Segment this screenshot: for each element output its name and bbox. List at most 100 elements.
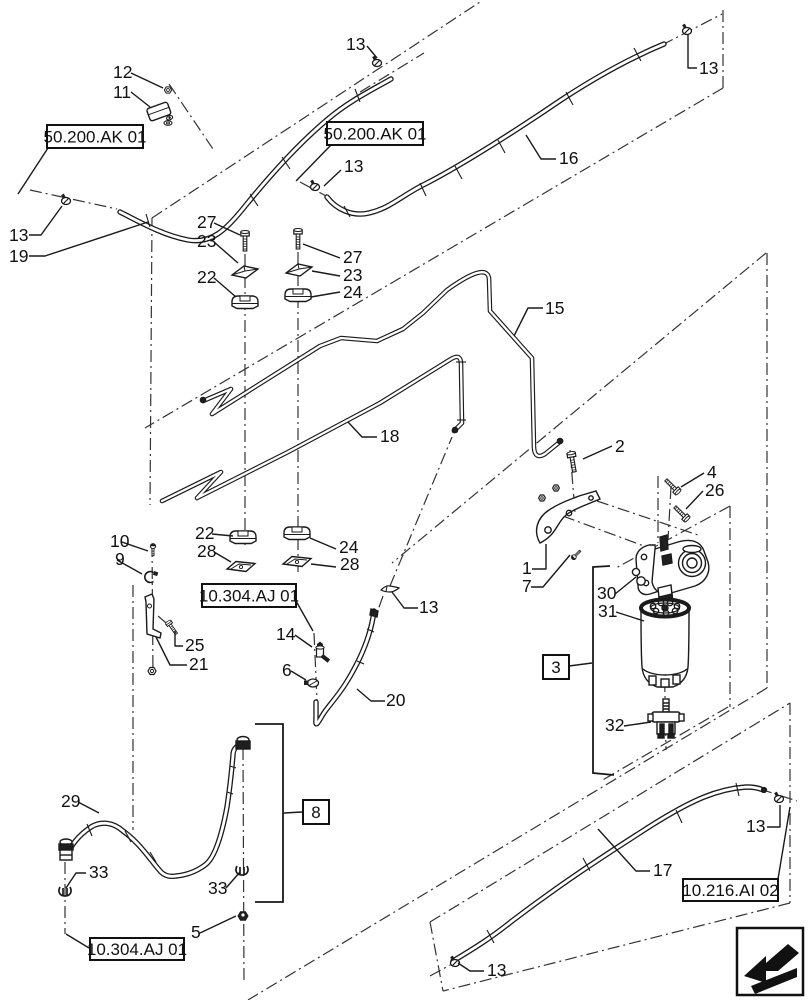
- part-22-channel-clip-icon: [231, 295, 259, 310]
- bolt-shaft: [242, 235, 248, 252]
- tube-15-core: [201, 271, 563, 458]
- sleeve-tick: [675, 809, 683, 824]
- dashdot-line: [144, 87, 724, 429]
- clamp-screw: [372, 55, 377, 61]
- part-21-nut-nut-icon: [147, 666, 157, 676]
- tube-tip: [556, 437, 564, 445]
- bolt-thread: [674, 506, 678, 510]
- callout-24: 24: [339, 537, 359, 557]
- screw-thread: [575, 553, 578, 556]
- leader-line: [29, 221, 149, 257]
- bolt-head-top: [293, 228, 303, 232]
- bolt-head-top: [674, 488, 682, 496]
- dashdot-line: [247, 687, 768, 1000]
- clip-body: [283, 526, 311, 541]
- ref-box-ai02: 10.216.AI 02: [682, 878, 779, 902]
- callout-17: 17: [653, 860, 672, 880]
- callout-6: 6: [282, 660, 292, 680]
- dashdot-line: [391, 252, 767, 564]
- screw-thread: [576, 552, 579, 555]
- clamp-band: [62, 197, 70, 205]
- leader-line: [225, 871, 241, 889]
- washer-ring: [163, 120, 173, 126]
- bolt-head-top: [683, 515, 691, 523]
- plate-line: [230, 563, 252, 570]
- callout-29: 29: [61, 791, 80, 811]
- sleeve-tick: [356, 660, 365, 665]
- callout-13: 13: [699, 58, 718, 78]
- sleeve-tick: [354, 88, 361, 103]
- leader-line: [17, 147, 49, 195]
- mounting-bracket-1: [535, 490, 601, 544]
- clamp-band: [451, 959, 459, 967]
- callout-28: 28: [197, 541, 216, 561]
- tube-18-core: [160, 355, 464, 503]
- part-4-bolt-icon: [664, 478, 682, 496]
- leader-line: [391, 591, 418, 609]
- leader-line: [290, 670, 307, 681]
- leader-line: [294, 634, 313, 648]
- nut-hex: [551, 484, 561, 492]
- callout-20: 20: [386, 690, 406, 710]
- bolt-thread: [571, 464, 576, 466]
- dashdot-line: [389, 436, 453, 587]
- callout-24: 24: [343, 282, 363, 302]
- bolt-thread: [570, 461, 575, 464]
- bolt-shaft: [569, 456, 577, 473]
- head-stud: [659, 534, 669, 552]
- bolt-shaft: [295, 233, 301, 250]
- clip-slot: [239, 295, 251, 302]
- screw-shaft: [151, 548, 155, 557]
- dashdot-line: [359, 52, 425, 93]
- plate-hole: [640, 553, 648, 561]
- part-13-flat-clip-icon: [379, 585, 401, 593]
- ref-box-label: 10.304.AJ 01: [199, 587, 299, 606]
- wedge-fold: [231, 265, 259, 276]
- callout-27: 27: [343, 247, 362, 267]
- screw-thread: [578, 550, 581, 553]
- leader-line: [155, 636, 187, 666]
- dashdot-line: [429, 963, 453, 977]
- part-33-hook-clip-icon: [58, 886, 72, 897]
- plate-body: [225, 560, 257, 573]
- filter-center: [661, 604, 669, 612]
- screw-thread: [577, 551, 580, 554]
- filter-notch: [660, 678, 670, 688]
- leader-line: [65, 933, 90, 949]
- bolt-head-top: [240, 230, 250, 234]
- ref-box-box8: 8: [302, 799, 330, 825]
- plate-body: [281, 555, 313, 568]
- clamp-band: [683, 27, 691, 35]
- ref-box-aj01_bottom: 10.304.AJ 01: [87, 937, 187, 961]
- part-13-hose-clamp-icon: [371, 55, 383, 68]
- callout-23: 23: [343, 265, 362, 285]
- callout-2: 2: [615, 436, 625, 456]
- callout-18: 18: [380, 426, 399, 446]
- part-27-bolt-icon: [240, 230, 250, 252]
- callout-13: 13: [9, 225, 28, 245]
- sleeve-tick: [343, 205, 351, 218]
- leader-line: [623, 721, 652, 727]
- p-clamp-hole: [168, 116, 171, 119]
- leader-line: [130, 91, 151, 108]
- sleeve-tick: [124, 830, 132, 843]
- ref-box-border: [302, 799, 330, 825]
- strap-body: [144, 593, 162, 639]
- dashdot-line: [429, 921, 444, 992]
- primer-dome: [681, 552, 703, 574]
- fitting-bolt: [320, 654, 331, 663]
- leader-line: [614, 576, 637, 595]
- filter-gear: [649, 602, 657, 610]
- callout-33: 33: [208, 878, 227, 898]
- hose-17-core: [451, 785, 765, 963]
- part-10-screw-icon: [149, 543, 157, 557]
- sleeve-tick: [86, 823, 93, 837]
- ref-box-label: 3: [551, 658, 560, 677]
- dashdot-line: [667, 486, 672, 541]
- callout-26: 26: [705, 480, 724, 500]
- screw-shaft: [574, 549, 582, 557]
- hose-29-core: [64, 742, 245, 878]
- ref-box-box3: 3: [542, 654, 570, 680]
- bent-arrow-band: [751, 968, 797, 994]
- clamp-screw: [682, 23, 687, 29]
